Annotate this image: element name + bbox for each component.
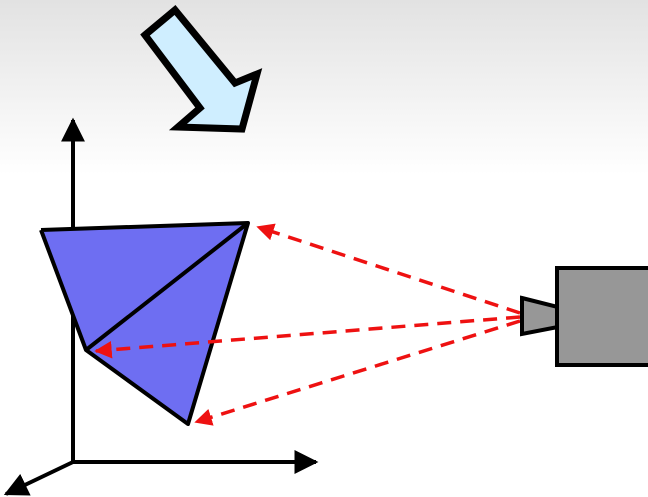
triangle-lower <box>86 223 248 424</box>
ray-to-bottom-vertex <box>194 319 521 426</box>
ray-to-top-vertex <box>256 223 521 315</box>
z-axis <box>3 460 74 496</box>
mesh-diagonal-edge <box>84 221 250 352</box>
camera <box>520 266 648 367</box>
ray-to-left-vertex <box>94 315 521 359</box>
mesh-outline <box>39 221 250 426</box>
camera-body <box>555 266 648 367</box>
light-direction-arrow <box>140 5 263 133</box>
triangle-mesh <box>39 221 250 426</box>
camera-lens <box>520 295 560 337</box>
projection-rays <box>94 223 521 426</box>
triangle-upper <box>41 223 248 350</box>
